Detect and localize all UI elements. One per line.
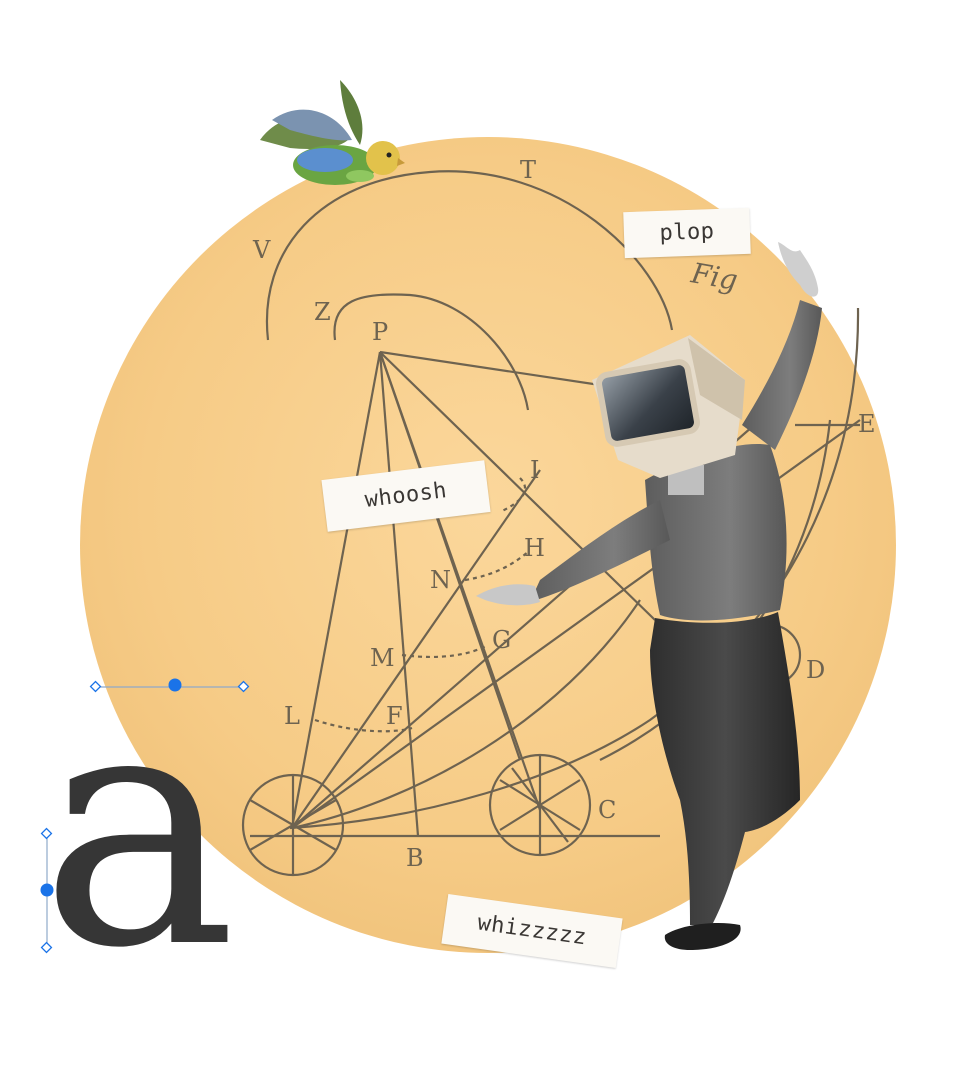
dancer-figure — [476, 242, 822, 950]
letter-l: L — [284, 702, 300, 730]
geometry-diagram — [241, 170, 861, 877]
letter-z: Z — [314, 298, 331, 326]
letter-c: C — [598, 796, 616, 824]
selection-handle-top-left[interactable] — [89, 680, 102, 693]
letter-g: G — [492, 626, 511, 654]
selection-handle-left-center[interactable] — [40, 883, 54, 897]
selection-handle-top-center[interactable] — [168, 678, 182, 692]
letter-e: E — [858, 410, 876, 438]
parrot-illustration — [260, 80, 405, 185]
letter-t: T — [520, 156, 536, 184]
letter-n: N — [430, 566, 451, 594]
letter-v: V — [252, 236, 271, 264]
letter-a-glyph-group[interactable]: a — [40, 636, 250, 1020]
letter-b: B — [406, 844, 424, 872]
letter-f: F — [386, 702, 403, 730]
selection-handle-left-top[interactable] — [40, 827, 53, 840]
letter-i: I — [530, 456, 539, 484]
letter-a-glyph[interactable]: a — [40, 636, 237, 1020]
letter-d: D — [806, 656, 825, 684]
diagram-letters: T V Z P I H N G M F L B C D E Fig — [252, 156, 876, 872]
selection-handle-top-right[interactable] — [237, 680, 250, 693]
letter-h: H — [524, 534, 545, 562]
letter-m: M — [370, 644, 395, 672]
letter-p: P — [372, 318, 388, 346]
selection-handle-left-bottom[interactable] — [40, 941, 53, 954]
plop-label: plop — [623, 207, 751, 259]
fig-caption: Fig — [688, 256, 740, 297]
